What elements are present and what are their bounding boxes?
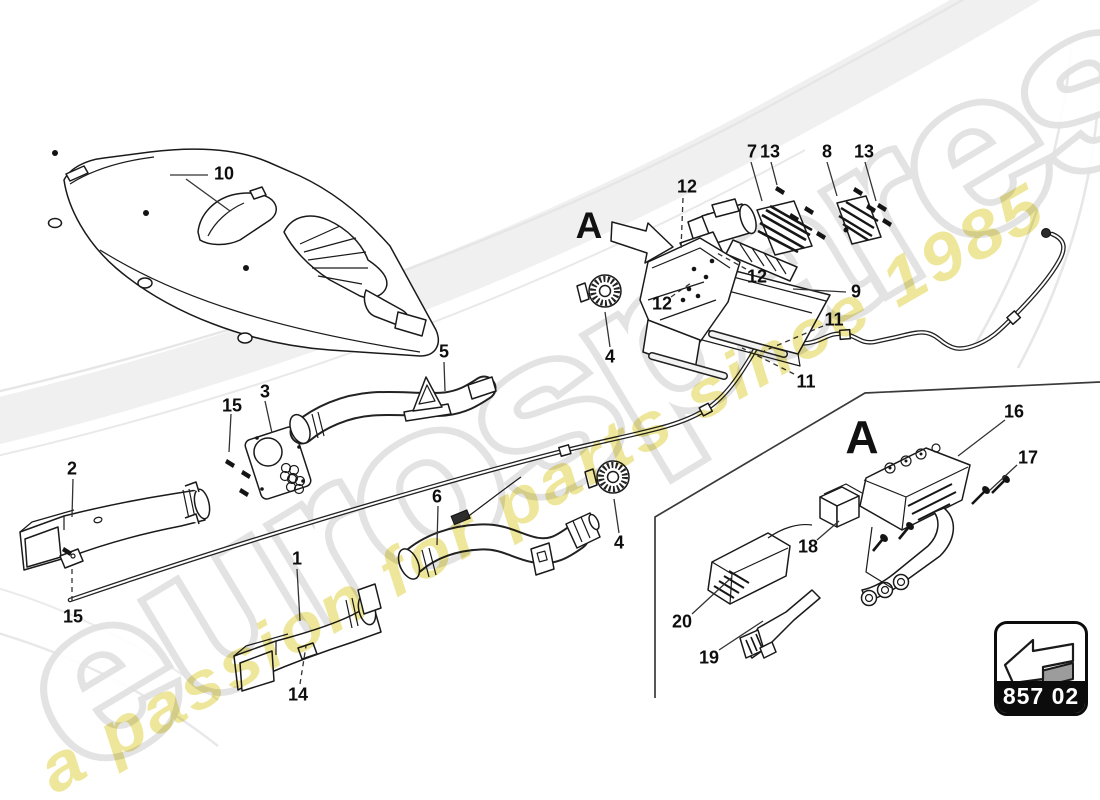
- part-callout-12: 12: [651, 293, 673, 314]
- part-callout-4: 4: [613, 532, 625, 553]
- part-callout-10: 10: [213, 163, 235, 184]
- part-callout-19: 19: [698, 647, 720, 668]
- detail-pointer-arrow-icon: [610, 221, 674, 264]
- part-7-grille: [756, 200, 813, 256]
- part-callout-12: 12: [676, 176, 698, 197]
- detail-section-frame: [654, 381, 1100, 698]
- part-15-screws: [62, 459, 251, 556]
- part-13-screws: [775, 186, 892, 240]
- part-callout-11: 11: [796, 371, 816, 392]
- part-callout-15: 15: [221, 395, 243, 416]
- part-callout-5: 5: [438, 341, 450, 362]
- part-group-badge: 857 02: [994, 621, 1088, 716]
- part-callout-9: 9: [850, 281, 862, 302]
- part-callout-18: 18: [797, 536, 819, 557]
- part-callout-4: 4: [604, 346, 616, 367]
- part-17-screws: [871, 475, 1010, 552]
- part-callout-12: 12: [746, 266, 768, 287]
- part-16-control-unit: [859, 443, 971, 607]
- part-5-air-duct: [289, 375, 497, 445]
- part-callout-20: 20: [671, 611, 693, 632]
- part-1-air-duct: [233, 583, 382, 692]
- panel-air-scoops: [197, 186, 427, 337]
- detail-pointer-label: A: [575, 205, 603, 246]
- part-callout-16: 16: [1003, 401, 1025, 422]
- part-callout-1: 1: [291, 548, 303, 569]
- part-callout-7: 7: [746, 141, 758, 162]
- part-callout-14: 14: [287, 684, 309, 705]
- part-callout-11: 11: [824, 309, 844, 330]
- part-callout-8: 8: [821, 141, 833, 162]
- part-3-gasket-plate: [244, 426, 312, 500]
- part-callout-13: 13: [759, 141, 781, 162]
- part-18-relay-block: [819, 483, 863, 528]
- part-19-bracket-connector: [739, 589, 821, 659]
- part-10-underbody-panel: [47, 148, 440, 357]
- part-20-control-module: [707, 523, 813, 605]
- detail-section-label: A: [845, 411, 879, 463]
- direction-arrow-icon: [997, 624, 1085, 695]
- part-group-code: 857 02: [997, 681, 1085, 713]
- part-callout-2: 2: [66, 458, 78, 479]
- part-4-grommet-lower: [584, 460, 630, 494]
- part-4-grommet-upper: [576, 274, 622, 308]
- part-callout-13: 13: [853, 141, 875, 162]
- part-callout-3: 3: [259, 381, 271, 402]
- part-callout-6: 6: [431, 486, 443, 507]
- part-6-hose: [397, 476, 601, 580]
- leader-lines: [71, 161, 1018, 685]
- part-callout-15: 15: [62, 606, 84, 627]
- vacuum-hose-line: [67, 228, 1066, 603]
- flap-actuator-assembly: [639, 198, 831, 380]
- part-callout-17: 17: [1017, 447, 1039, 468]
